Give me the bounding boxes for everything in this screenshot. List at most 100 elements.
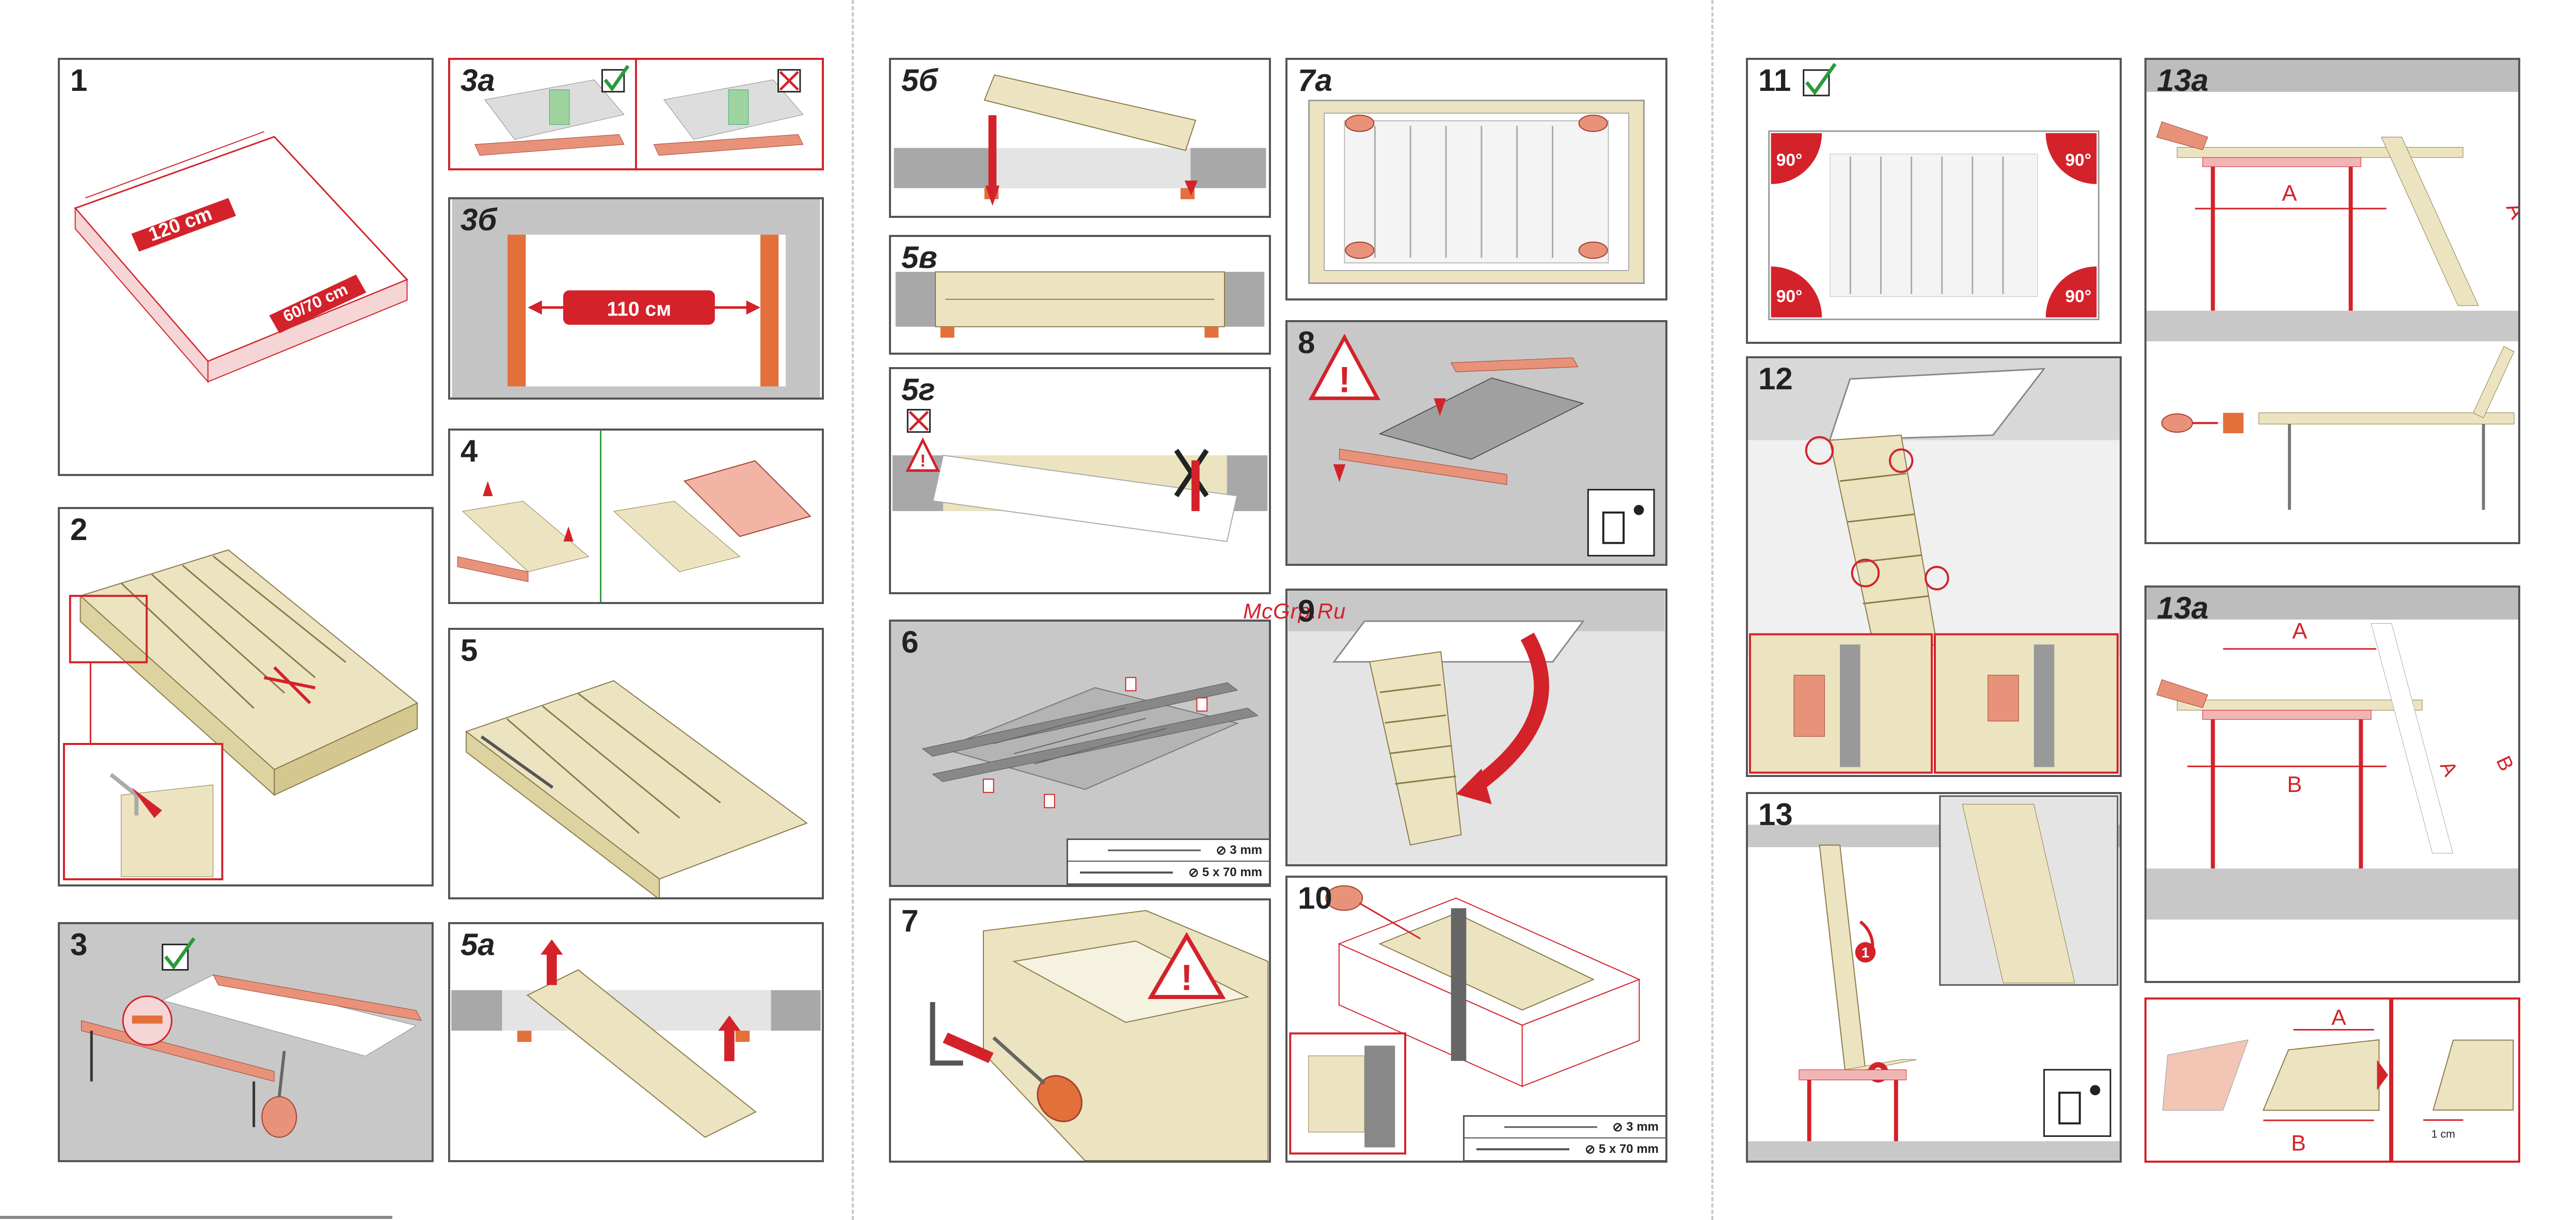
no-diameter-icon: ⊘	[1613, 1120, 1627, 1135]
ladder-box-diagram	[60, 509, 432, 884]
cross-icon	[778, 70, 800, 91]
screwdriver-icon	[2162, 414, 2218, 433]
step-number: 3a	[460, 65, 495, 96]
step-number: 4	[460, 436, 478, 467]
step-3-illustration	[60, 924, 432, 1160]
step-number: 7	[901, 906, 918, 937]
step-13a-bottom-panel: 13a A B A B	[2144, 585, 2520, 983]
dimension-a: A	[2292, 619, 2307, 644]
step-number: 11	[1758, 65, 1791, 96]
step-number: 3	[70, 929, 87, 960]
step-5a-illustration	[450, 924, 822, 1160]
column-divider-1	[852, 0, 854, 1220]
angle-label: 90°	[1776, 287, 1803, 306]
step-9-panel: 9	[1285, 589, 1667, 866]
step-number: 5a	[460, 929, 495, 960]
step-3a-illustration	[450, 60, 822, 168]
no-diameter-icon: ⊘	[1585, 1142, 1599, 1157]
step-5g-panel: 5г !	[889, 367, 1271, 594]
step-5b-panel: 5б	[889, 58, 1271, 218]
no-diameter-icon: ⊘	[1216, 843, 1230, 858]
angle-label: 90°	[1776, 151, 1803, 170]
step-number: 1	[70, 65, 87, 96]
screw-icon	[1504, 1123, 1608, 1131]
step-13a-top-illustration: A A	[2146, 60, 2518, 542]
step-7a-illustration	[1287, 60, 1665, 298]
step-12-panel: 12	[1746, 356, 2122, 777]
step-4-illustration	[450, 431, 822, 602]
screw-icon	[1108, 847, 1211, 854]
step-13a-bottom-illustration: A B A B	[2146, 588, 2518, 981]
opening-width-label: 110 см	[607, 298, 671, 320]
step-13-panel: 13 1 2	[1746, 792, 2122, 1163]
step-5v-panel: 5в	[889, 235, 1271, 355]
dimension-b: B	[2291, 1131, 2306, 1156]
cross-icon	[908, 410, 930, 432]
check-icon	[602, 66, 628, 92]
step-3-panel: 3	[58, 922, 434, 1162]
step-5g-illustration: !	[891, 369, 1269, 592]
step-5-panel: 5	[448, 628, 824, 899]
step-4-panel: 4	[448, 429, 824, 604]
column-divider-2	[1711, 0, 1713, 1220]
step-number: 13	[1758, 799, 1793, 830]
step-number: 8	[1298, 327, 1315, 358]
step-number: 5б	[901, 65, 938, 96]
step-number: 5	[460, 635, 478, 666]
step-number: 3б	[460, 204, 497, 235]
step-5-illustration	[450, 630, 822, 897]
step-5v-illustration	[891, 237, 1269, 353]
step-8-panel: 8 !	[1285, 320, 1667, 566]
step-3b-illustration: 110 см	[450, 199, 822, 398]
step-number: 10	[1298, 883, 1332, 914]
step-number: 6	[901, 627, 918, 658]
dimension-a: A	[2331, 1005, 2346, 1030]
screw-icon	[1080, 869, 1183, 876]
bottom-rule	[0, 1216, 392, 1219]
screw-spec-row: 5 x 70 mm	[1599, 1142, 1659, 1156]
step-6-panel: 6 ⊘ 3 mm ⊘ 5 x 70 mm	[889, 620, 1271, 887]
step-12-illustration	[1748, 358, 2120, 775]
watermark: McGrp.Ru	[1243, 599, 1346, 624]
step-9-illustration	[1287, 591, 1665, 864]
dimension-b: B	[2492, 753, 2518, 775]
trash-icon	[1588, 489, 1654, 556]
screw-spec-table: ⊘ 3 mm ⊘ 5 x 70 mm	[1067, 838, 1271, 885]
no-diameter-icon: ⊘	[1188, 865, 1202, 880]
svg-text:!: !	[1339, 359, 1351, 400]
step-5b-illustration	[891, 60, 1269, 216]
step-7-panel: 7 !	[889, 898, 1271, 1163]
step-number: 5в	[901, 242, 937, 273]
step-1-panel: 1 120 cm 60/70 cm	[58, 58, 434, 476]
gap-label: 1 cm	[2431, 1128, 2455, 1140]
gap-detail-illustration: 1 cm	[2393, 1000, 2518, 1161]
screw-spec-table: ⊘ 3 mm ⊘ 5 x 70 mm	[1463, 1115, 1667, 1162]
screw-icon	[1476, 1146, 1580, 1153]
step-number: 2	[70, 514, 87, 545]
step-number: 5г	[901, 374, 935, 405]
screw-spec-row: 5 x 70 mm	[1202, 865, 1262, 880]
step-5a-panel: 5a	[448, 922, 824, 1162]
angle-label: 90°	[2065, 287, 2092, 306]
trash-icon	[2044, 1070, 2111, 1136]
step-number: 7a	[1298, 65, 1332, 96]
screw-spec-row: 3 mm	[1626, 1120, 1659, 1134]
step-13-illustration: 1 2	[1748, 794, 2120, 1161]
step-7a-panel: 7a	[1285, 58, 1667, 300]
step-number: 13a	[2157, 65, 2208, 96]
cut-result-panel: A B	[2144, 997, 2391, 1163]
step-11-panel: 11 90° 90° 90° 90°	[1746, 58, 2122, 344]
dimension-a: A	[2282, 181, 2297, 206]
check-icon	[1804, 64, 1835, 96]
check-icon	[163, 939, 194, 970]
step-13a-top-panel: 13a A A	[2144, 58, 2520, 544]
angle-label: 90°	[2065, 151, 2092, 170]
step-number: 9	[1298, 596, 1315, 627]
dimension-a: A	[2436, 758, 2462, 780]
step-number: 13a	[2157, 593, 2208, 624]
svg-text:!: !	[1181, 957, 1193, 998]
step-7-illustration: !	[891, 900, 1269, 1161]
step-3b-panel: 110 см 3б	[448, 197, 824, 400]
dimension-b: B	[2287, 772, 2302, 797]
step-11-illustration: 90° 90° 90° 90°	[1748, 60, 2120, 342]
